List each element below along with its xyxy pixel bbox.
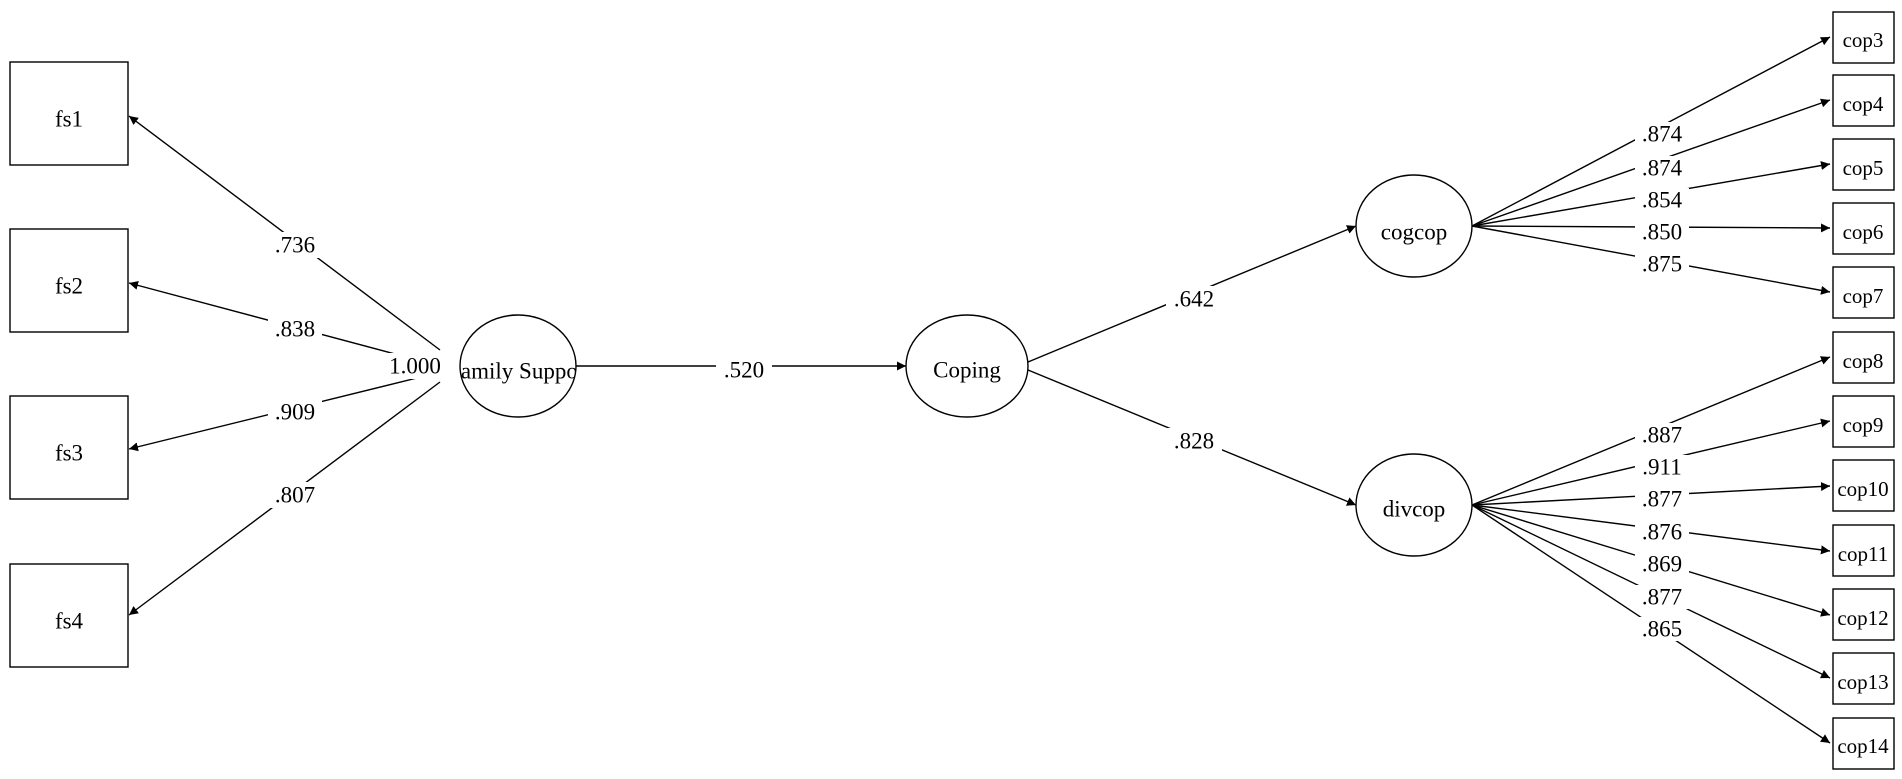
svg-text:.874: .874 (1642, 122, 1683, 147)
svg-text:fs1: fs1 (55, 107, 83, 132)
svg-text:cop4: cop4 (1843, 92, 1884, 116)
node-cop3: cop3 (1832, 11, 1895, 64)
svg-text:.520: .520 (724, 358, 764, 383)
node-divcop: divcop (1355, 453, 1473, 557)
label-cop9: .911 (1635, 455, 1689, 480)
svg-text:.736: .736 (275, 233, 315, 258)
svg-text:cogcop: cogcop (1381, 220, 1447, 245)
svg-text:cop9: cop9 (1843, 413, 1884, 437)
svg-text:.642: .642 (1174, 287, 1214, 312)
label-cop13: .877 (1635, 585, 1689, 610)
label-family-support-to-coping: .520 (716, 357, 772, 383)
label-family-support-variance: 1.000 (383, 353, 449, 379)
svg-text:cop8: cop8 (1843, 349, 1884, 373)
label-fs1: .736 (268, 232, 322, 258)
label-cop14: .865 (1635, 617, 1689, 642)
svg-text:Coping: Coping (933, 358, 1001, 383)
svg-text:.877: .877 (1642, 585, 1682, 610)
node-family-support: Family Support (448, 314, 592, 418)
label-cop5: .854 (1635, 188, 1689, 213)
svg-text:.876: .876 (1642, 520, 1682, 545)
node-cop10: cop10 (1832, 459, 1895, 512)
label-coping-to-cogcop: .642 (1166, 286, 1222, 312)
svg-text:cop6: cop6 (1843, 220, 1884, 244)
label-cop11: .876 (1635, 520, 1689, 545)
svg-text:.909: .909 (275, 400, 315, 425)
node-coping: Coping (905, 314, 1029, 418)
svg-text:.875: .875 (1642, 252, 1682, 277)
svg-text:fs2: fs2 (55, 274, 83, 299)
node-cop7: cop7 (1832, 266, 1895, 319)
svg-text:.911: .911 (1642, 455, 1681, 480)
svg-text:divcop: divcop (1383, 497, 1446, 522)
node-cop8: cop8 (1832, 331, 1895, 384)
svg-text:.887: .887 (1642, 423, 1682, 448)
node-cop5: cop5 (1832, 138, 1895, 191)
svg-text:.838: .838 (275, 317, 315, 342)
label-cop12: .869 (1635, 552, 1689, 577)
svg-text:.850: .850 (1642, 220, 1682, 245)
svg-text:.854: .854 (1642, 188, 1683, 213)
node-fs1: fs1 (9, 61, 129, 166)
svg-text:.828: .828 (1174, 429, 1214, 454)
node-cop6: cop6 (1832, 202, 1895, 255)
label-cop3: .874 (1635, 122, 1689, 147)
svg-text:cop13: cop13 (1837, 670, 1888, 694)
svg-text:cop10: cop10 (1837, 477, 1888, 501)
svg-text:Family Support: Family Support (448, 359, 592, 384)
svg-text:cop7: cop7 (1843, 284, 1884, 308)
svg-text:fs4: fs4 (55, 609, 84, 634)
svg-text:cop3: cop3 (1843, 28, 1884, 52)
svg-text:.877: .877 (1642, 487, 1682, 512)
node-cop13: cop13 (1832, 652, 1895, 705)
node-fs3: fs3 (9, 395, 129, 500)
label-cop8: .887 (1635, 423, 1689, 448)
label-cop6: .850 (1635, 220, 1689, 245)
svg-text:cop14: cop14 (1837, 734, 1889, 758)
svg-text:cop12: cop12 (1837, 606, 1888, 630)
node-cop11: cop11 (1832, 524, 1895, 577)
label-coping-to-divcop: .828 (1166, 428, 1222, 454)
label-cop7: .875 (1635, 252, 1689, 277)
svg-text:1.000: 1.000 (389, 354, 441, 379)
svg-text:fs3: fs3 (55, 441, 83, 466)
svg-text:.807: .807 (275, 483, 315, 508)
svg-text:.865: .865 (1642, 617, 1682, 642)
label-fs4: .807 (268, 482, 322, 508)
node-cop14: cop14 (1832, 717, 1895, 770)
svg-text:.874: .874 (1642, 156, 1683, 181)
node-cop4: cop4 (1832, 74, 1895, 127)
label-fs3: .909 (268, 399, 322, 425)
label-cop10: .877 (1635, 487, 1689, 512)
label-fs2: .838 (268, 316, 322, 342)
node-cop12: cop12 (1832, 588, 1895, 641)
node-fs4: fs4 (9, 563, 129, 668)
svg-text:cop5: cop5 (1843, 156, 1884, 180)
node-cogcop: cogcop (1355, 174, 1473, 278)
node-cop9: cop9 (1832, 395, 1895, 448)
svg-text:cop11: cop11 (1838, 542, 1889, 566)
svg-text:.869: .869 (1642, 552, 1682, 577)
node-fs2: fs2 (9, 228, 129, 333)
label-cop4: .874 (1635, 156, 1689, 181)
